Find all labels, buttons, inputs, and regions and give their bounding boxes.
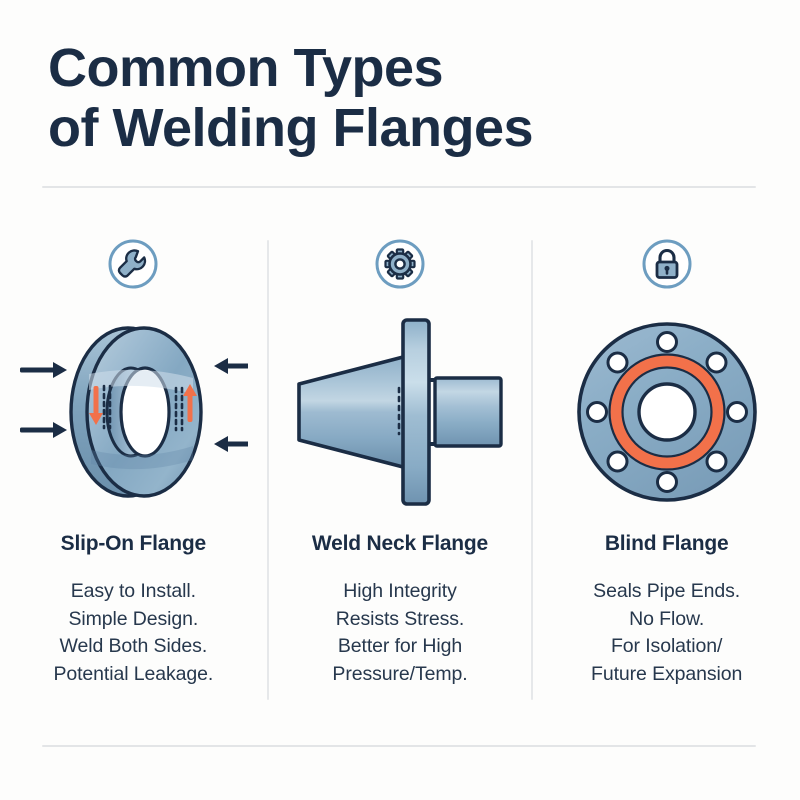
flange-body-slip-on: Easy to Install. Simple Design. Weld Bot… — [53, 580, 214, 686]
slip-on-flange-ring — [18, 312, 249, 512]
gear-icon — [374, 238, 426, 290]
title-line-1: Common Types — [48, 38, 444, 98]
divider-bottom — [42, 745, 756, 747]
blind-flange-face — [552, 312, 782, 512]
wrench-icon — [107, 238, 159, 290]
flange-card-slip-on: Slip-On Flange Easy to Install. Simple D… — [0, 220, 267, 689]
weld-neck-flange-profile — [285, 312, 515, 512]
divider-vertical-1 — [267, 240, 269, 700]
flange-title-weld-neck: Weld Neck Flange — [311, 532, 489, 555]
flange-body-blind: Seals Pipe Ends. No Flow. For Isolation/… — [591, 580, 743, 686]
divider-top — [42, 186, 756, 188]
flange-body-weld-neck: High Integrity Resists Stress. Better fo… — [332, 580, 468, 686]
divider-vertical-2 — [531, 240, 533, 700]
flange-card-blind: Blind Flange Seals Pipe Ends. No Flow. F… — [533, 220, 800, 689]
page-title: Common Types of Welding Flanges — [48, 38, 748, 159]
flange-card-weld-neck: Weld Neck Flange High Integrity Resists … — [267, 220, 534, 689]
flange-title-blind: Blind Flange — [604, 532, 729, 555]
flange-columns: Slip-On Flange Easy to Install. Simple D… — [0, 220, 800, 689]
flange-title-slip-on: Slip-On Flange — [60, 532, 207, 555]
lock-icon — [641, 238, 693, 290]
title-line-2: of Welding Flanges — [48, 98, 534, 159]
